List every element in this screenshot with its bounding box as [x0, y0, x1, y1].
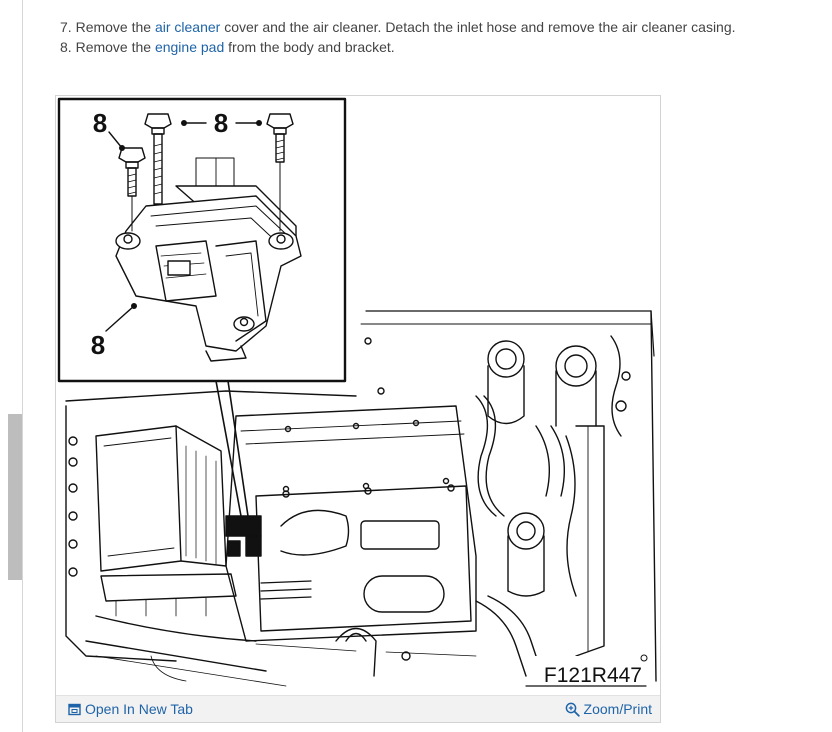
callout-number: 8: [93, 108, 107, 138]
step-text: from the body and bracket.: [224, 39, 395, 55]
engine-pad-link[interactable]: engine pad: [154, 39, 225, 55]
zoom-print-label: Zoom/Print: [583, 701, 652, 717]
step-8: 8. Remove the engine pad from the body a…: [60, 37, 736, 57]
leader-line: [215, 380, 242, 517]
bolt-icon: [118, 147, 146, 197]
bolt-icon: [144, 113, 172, 205]
step-number: 7.: [60, 19, 72, 35]
bolt-icon: [266, 113, 294, 163]
open-new-tab-icon: [68, 703, 81, 716]
figure-code: F121R447: [544, 664, 642, 687]
zoom-print-link[interactable]: Zoom/Print: [565, 701, 652, 717]
zoom-in-icon: [565, 702, 580, 717]
engine-diagram: 8 8 8 F121R447: [57, 97, 657, 687]
engine-bay-illustration: [65, 310, 657, 687]
callout-number: 8: [214, 108, 228, 138]
air-cleaner-link[interactable]: air cleaner: [154, 19, 221, 35]
figure-footer: Open In New Tab Zoom/Print: [56, 695, 660, 722]
engine-pad-figure: 8 8 8 F121R447 Open In New Tab: [55, 95, 661, 723]
step-text: Remove the: [75, 19, 155, 35]
open-in-new-tab-label: Open In New Tab: [85, 701, 193, 717]
scrollbar-thumb[interactable]: [8, 414, 22, 580]
step-7: 7. Remove the air cleaner cover and the …: [60, 17, 736, 37]
engine-pad-illustration: [115, 157, 302, 362]
open-in-new-tab-link[interactable]: Open In New Tab: [68, 701, 193, 717]
step-text: Remove the: [75, 39, 155, 55]
left-divider: [22, 0, 23, 732]
callout-number: 8: [91, 330, 105, 360]
step-text: cover and the air cleaner. Detach the in…: [220, 19, 736, 35]
leader-line: [227, 380, 249, 517]
detail-inset: [57, 97, 347, 383]
procedure-steps: 7. Remove the air cleaner cover and the …: [60, 17, 736, 57]
step-number: 8.: [60, 39, 72, 55]
